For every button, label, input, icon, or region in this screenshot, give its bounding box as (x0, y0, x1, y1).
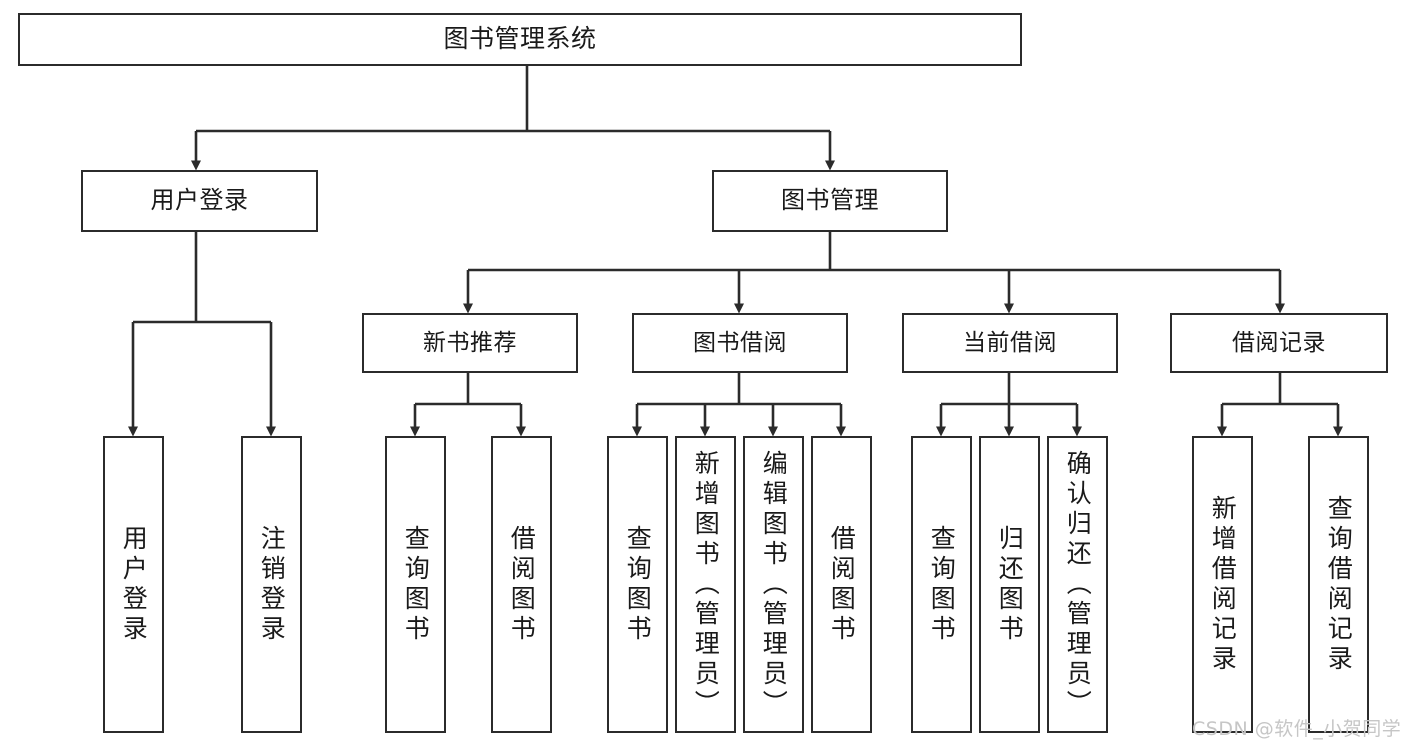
leaf-current-borrow-query-book[interactable]: 查询图书 (911, 436, 972, 733)
node-label: 查询图书 (927, 524, 957, 645)
leaf-user-login-logout[interactable]: 注销登录 (241, 436, 302, 733)
node-new-book-recommend[interactable]: 新书推荐 (362, 313, 578, 373)
node-label: 当前借阅 (963, 329, 1057, 356)
node-label: 用户登录 (150, 186, 249, 215)
node-label: 编辑图书（管理员） (759, 449, 789, 720)
leaf-new-book-borrow-book[interactable]: 借阅图书 (491, 436, 552, 733)
node-book-borrow[interactable]: 图书借阅 (632, 313, 848, 373)
leaf-new-book-query-book[interactable]: 查询图书 (385, 436, 446, 733)
node-label: 用户登录 (119, 524, 149, 645)
leaf-current-borrow-return-book[interactable]: 归还图书 (979, 436, 1040, 733)
node-label: 确认归还（管理员） (1063, 449, 1093, 720)
node-user-login[interactable]: 用户登录 (81, 170, 318, 232)
leaf-borrow-record-add-record[interactable]: 新增借阅记录 (1192, 436, 1253, 733)
leaf-user-login-login[interactable]: 用户登录 (103, 436, 164, 733)
node-label: 注销登录 (257, 524, 287, 645)
node-label: 查询图书 (623, 524, 653, 645)
leaf-current-borrow-confirm-return-admin[interactable]: 确认归还（管理员） (1047, 436, 1108, 733)
node-label: 查询图书 (401, 524, 431, 645)
node-book-management[interactable]: 图书管理 (712, 170, 948, 232)
leaf-borrow-record-query-record[interactable]: 查询借阅记录 (1308, 436, 1369, 733)
node-label: 借阅图书 (827, 524, 857, 645)
node-label: 借阅记录 (1232, 329, 1326, 356)
node-label: 查询借阅记录 (1324, 494, 1354, 675)
csdn-watermark: CSDN @软件_小贺同学 (1192, 718, 1402, 740)
leaf-book-borrow-add-book-admin[interactable]: 新增图书（管理员） (675, 436, 736, 733)
node-label: 新增借阅记录 (1208, 494, 1238, 675)
node-label: 图书管理 (781, 186, 879, 215)
node-label: 图书管理系统 (443, 24, 597, 54)
leaf-book-borrow-edit-book-admin[interactable]: 编辑图书（管理员） (743, 436, 804, 733)
node-root-book-management-system[interactable]: 图书管理系统 (18, 13, 1022, 66)
node-borrow-record[interactable]: 借阅记录 (1170, 313, 1388, 373)
node-current-borrow[interactable]: 当前借阅 (902, 313, 1118, 373)
node-label: 新书推荐 (423, 329, 517, 356)
node-label: 借阅图书 (507, 524, 537, 645)
node-label: 归还图书 (995, 524, 1025, 645)
node-label: 图书借阅 (693, 329, 787, 356)
leaf-book-borrow-query-book[interactable]: 查询图书 (607, 436, 668, 733)
leaf-book-borrow-borrow-book[interactable]: 借阅图书 (811, 436, 872, 733)
node-label: 新增图书（管理员） (691, 449, 721, 720)
